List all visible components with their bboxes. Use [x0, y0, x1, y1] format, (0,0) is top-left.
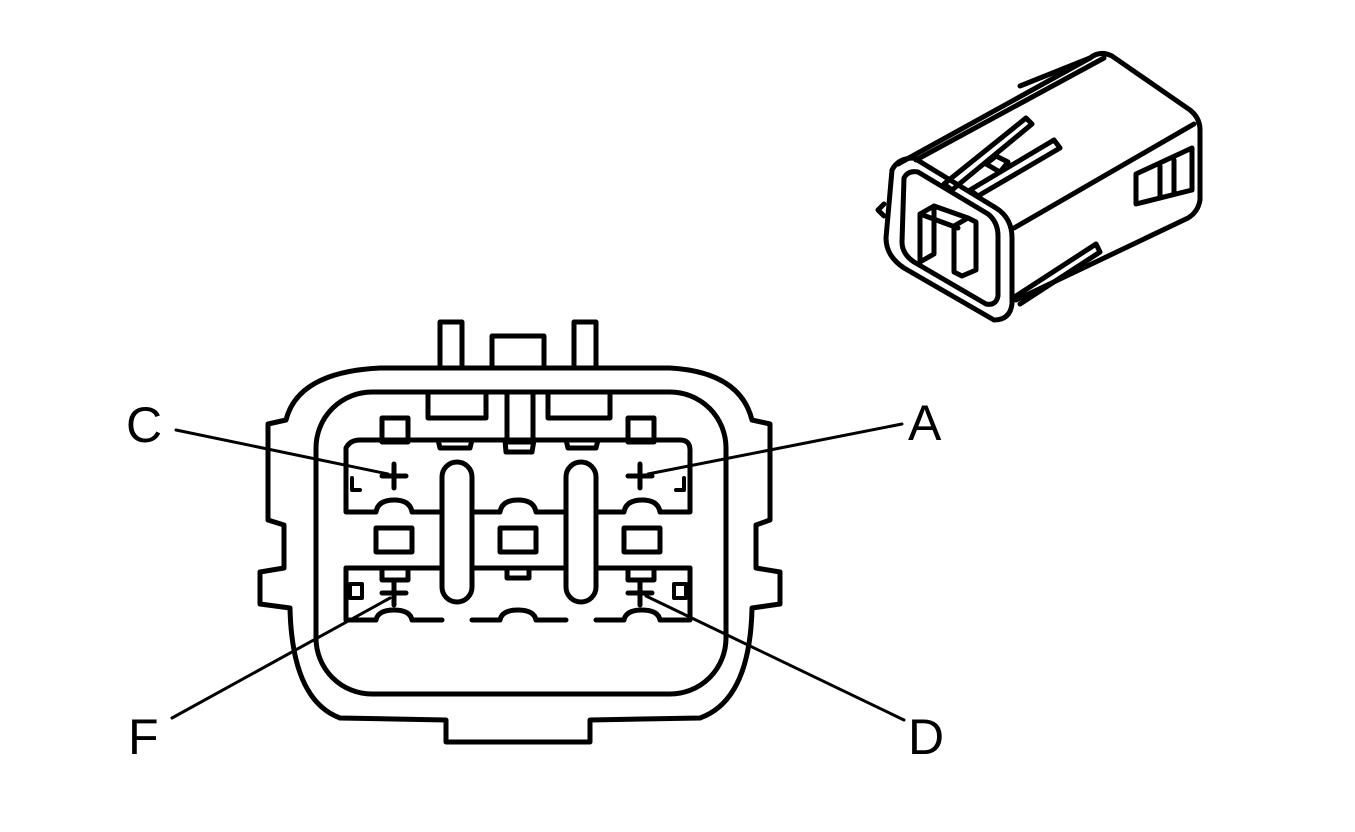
iso-side-window-line [1157, 157, 1177, 201]
iso-face-outer [883, 155, 1015, 323]
iso-blade-left [917, 203, 937, 265]
cavity-tab-top-3 [563, 437, 601, 451]
cavity-row-bottom-left [343, 565, 445, 623]
leader-d [644, 594, 906, 722]
iso-back-top [1017, 55, 1093, 89]
latch-block-right [545, 389, 613, 421]
separator-left [439, 459, 475, 605]
iso-body-top [895, 50, 1203, 303]
pin-label-c: C [126, 397, 163, 453]
cavity-row-top-center [469, 497, 569, 515]
pin-c-terminal [379, 461, 409, 491]
cavity-tab-top-2 [502, 437, 537, 455]
iso-ear [875, 201, 887, 219]
pin-label-f: F [128, 709, 159, 765]
iso-body-ridge [1011, 121, 1197, 231]
square-bottom-right [672, 582, 688, 600]
leader-lines [170, 422, 906, 722]
connector-face [257, 319, 783, 745]
iso-side-window [1133, 145, 1195, 207]
iso-body-edge [913, 55, 1107, 163]
pin-f-terminal [379, 578, 409, 608]
cavity-window-right [621, 525, 663, 555]
top-tab-right [571, 319, 599, 371]
iso-latch-tab [983, 153, 1011, 175]
top-tab-center [489, 333, 547, 371]
square-bottom-left [348, 582, 364, 600]
latch-block-left [425, 389, 489, 421]
top-tab-left [437, 319, 465, 371]
housing-outer [257, 365, 783, 745]
pin-a-notch [674, 476, 686, 492]
iso-latch-2 [967, 137, 1063, 199]
cavity-row-bottom-right [593, 565, 693, 623]
cavity-row-top-right [593, 459, 693, 515]
cavity-row-bottom-center [469, 607, 569, 623]
leader-f [170, 596, 392, 720]
cavity-row-top [343, 459, 445, 515]
leader-a [646, 422, 904, 476]
leader-c [174, 428, 390, 476]
cavity-window-left [373, 525, 415, 555]
iso-latch [941, 115, 1035, 193]
latch-post [504, 389, 536, 445]
iso-bottom-rail [1013, 241, 1103, 307]
pin-d-terminal [625, 578, 655, 608]
key-bottom-center [504, 565, 532, 581]
pin-label-d: D [908, 709, 945, 765]
iso-face-inner [899, 169, 1001, 307]
pin-label-a: A [908, 395, 942, 451]
cavity-tab-top-1 [435, 437, 475, 451]
separator-right [563, 459, 599, 605]
cavity-window-center [497, 525, 539, 555]
key-bottom-left [379, 565, 411, 583]
key-bottom-right [625, 565, 657, 583]
pin-a-terminal [625, 461, 655, 491]
pin-c-notch [350, 476, 362, 492]
cavity-rail-top [343, 437, 693, 465]
connector-isometric [875, 50, 1203, 323]
iso-blade-top [917, 203, 971, 231]
